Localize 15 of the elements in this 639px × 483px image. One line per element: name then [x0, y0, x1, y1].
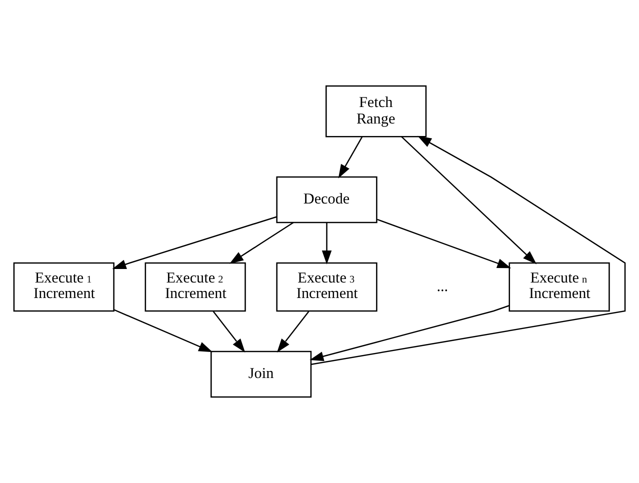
- arrow: [377, 218, 512, 268]
- arrow: [212, 311, 246, 352]
- arrow: [114, 309, 213, 352]
- arrow: [276, 311, 310, 352]
- node-box: Fetch Range: [326, 85, 427, 138]
- arrow: [229, 222, 294, 264]
- node-box: Decode: [276, 176, 378, 224]
- arrow: [311, 136, 626, 366]
- label: ...: [436, 278, 448, 295]
- arrow: [338, 136, 363, 178]
- arrow: [112, 216, 277, 270]
- arrow: [401, 136, 537, 264]
- arrow: [322, 222, 332, 264]
- node-box: Join: [210, 350, 312, 398]
- arrow: [310, 305, 510, 362]
